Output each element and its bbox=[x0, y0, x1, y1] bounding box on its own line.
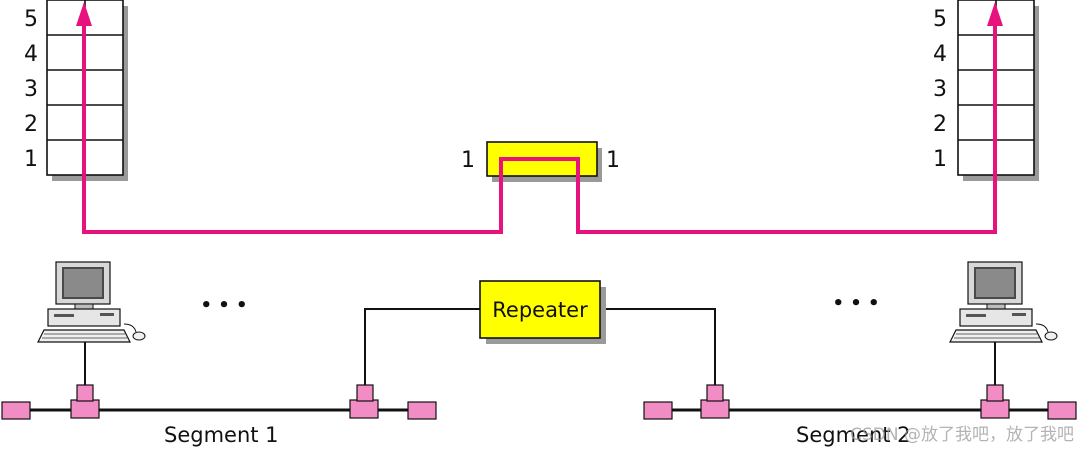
right-layer-5-label: 5 bbox=[933, 7, 947, 32]
segment-1-label: Segment 1 bbox=[164, 423, 279, 447]
left-layer-5-label: 5 bbox=[24, 7, 38, 32]
segment-1-tap-repeater-top bbox=[356, 384, 374, 402]
segment-1-tap-computer bbox=[70, 399, 100, 419]
right-layer-stack: 5 4 3 2 1 bbox=[933, 0, 1039, 181]
repeater-device: Repeater bbox=[364, 280, 716, 388]
right-layer-3-label: 3 bbox=[933, 77, 947, 102]
watermark: CSDN @放了我吧，放了我吧 bbox=[850, 425, 1074, 445]
repeater-layer-box: 1 1 bbox=[461, 141, 620, 182]
right-more-stations-ellipsis: • • • bbox=[832, 293, 879, 314]
right-up-arrow-icon bbox=[987, 2, 1003, 26]
right-layer-4-label: 4 bbox=[933, 42, 947, 67]
left-layer-4-label: 4 bbox=[24, 42, 38, 67]
segment-2-label: Segment 2 bbox=[796, 423, 911, 447]
segment-2-end-terminator-left bbox=[643, 401, 673, 420]
right-computer-icon bbox=[949, 261, 1058, 343]
segment-2-tap-repeater bbox=[700, 399, 730, 419]
data-path-line bbox=[82, 20, 997, 234]
left-layer-2-label: 2 bbox=[24, 112, 38, 137]
segment-1-end-terminator bbox=[1, 401, 31, 420]
right-layer-1-label: 1 bbox=[933, 147, 947, 172]
segment-1-bus: Segment 1 bbox=[1, 341, 437, 447]
repeater-label: Repeater bbox=[492, 298, 588, 322]
left-computer-icon bbox=[37, 261, 146, 343]
repeater-layer-right-label: 1 bbox=[606, 148, 620, 173]
segment-2-tap-computer-top bbox=[986, 384, 1004, 402]
left-layer-stack: 5 4 3 2 1 bbox=[24, 0, 128, 181]
segment-2-bus: Segment 2 bbox=[643, 341, 1077, 447]
segment-2-tap-computer bbox=[980, 399, 1010, 419]
left-layer-3-label: 3 bbox=[24, 77, 38, 102]
right-layer-2-label: 2 bbox=[933, 112, 947, 137]
left-up-arrow-icon bbox=[76, 2, 92, 26]
left-layer-1-label: 1 bbox=[24, 147, 38, 172]
repeater-layer-left-label: 1 bbox=[461, 148, 475, 173]
segment-2-end-terminator bbox=[1047, 401, 1077, 420]
left-more-stations-ellipsis: • • • bbox=[200, 295, 247, 316]
segment-1-tap-repeater bbox=[349, 399, 379, 419]
segment-2-tap-repeater-top bbox=[706, 384, 724, 402]
segment-1-end-terminator-right bbox=[407, 401, 437, 420]
segment-1-tap-computer-top bbox=[76, 384, 94, 402]
